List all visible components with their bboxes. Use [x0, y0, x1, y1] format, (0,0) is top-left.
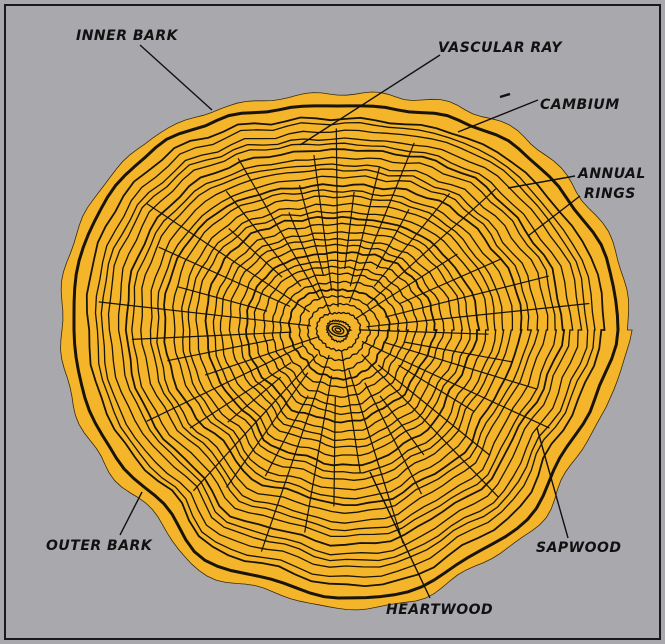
label-cambium: CAMBIUM	[540, 97, 620, 113]
label-annual: ANNUAL	[577, 166, 646, 182]
label-outer-bark: OUTER BARK	[46, 538, 153, 554]
label-inner-bark: INNER BARK	[76, 28, 179, 44]
label-vascular-ray: VASCULAR RAY	[438, 40, 563, 56]
label-sapwood: SAPWOOD	[536, 540, 622, 556]
label-heartwood: HEARTWOOD	[386, 602, 493, 618]
label-rings: RINGS	[584, 186, 636, 202]
